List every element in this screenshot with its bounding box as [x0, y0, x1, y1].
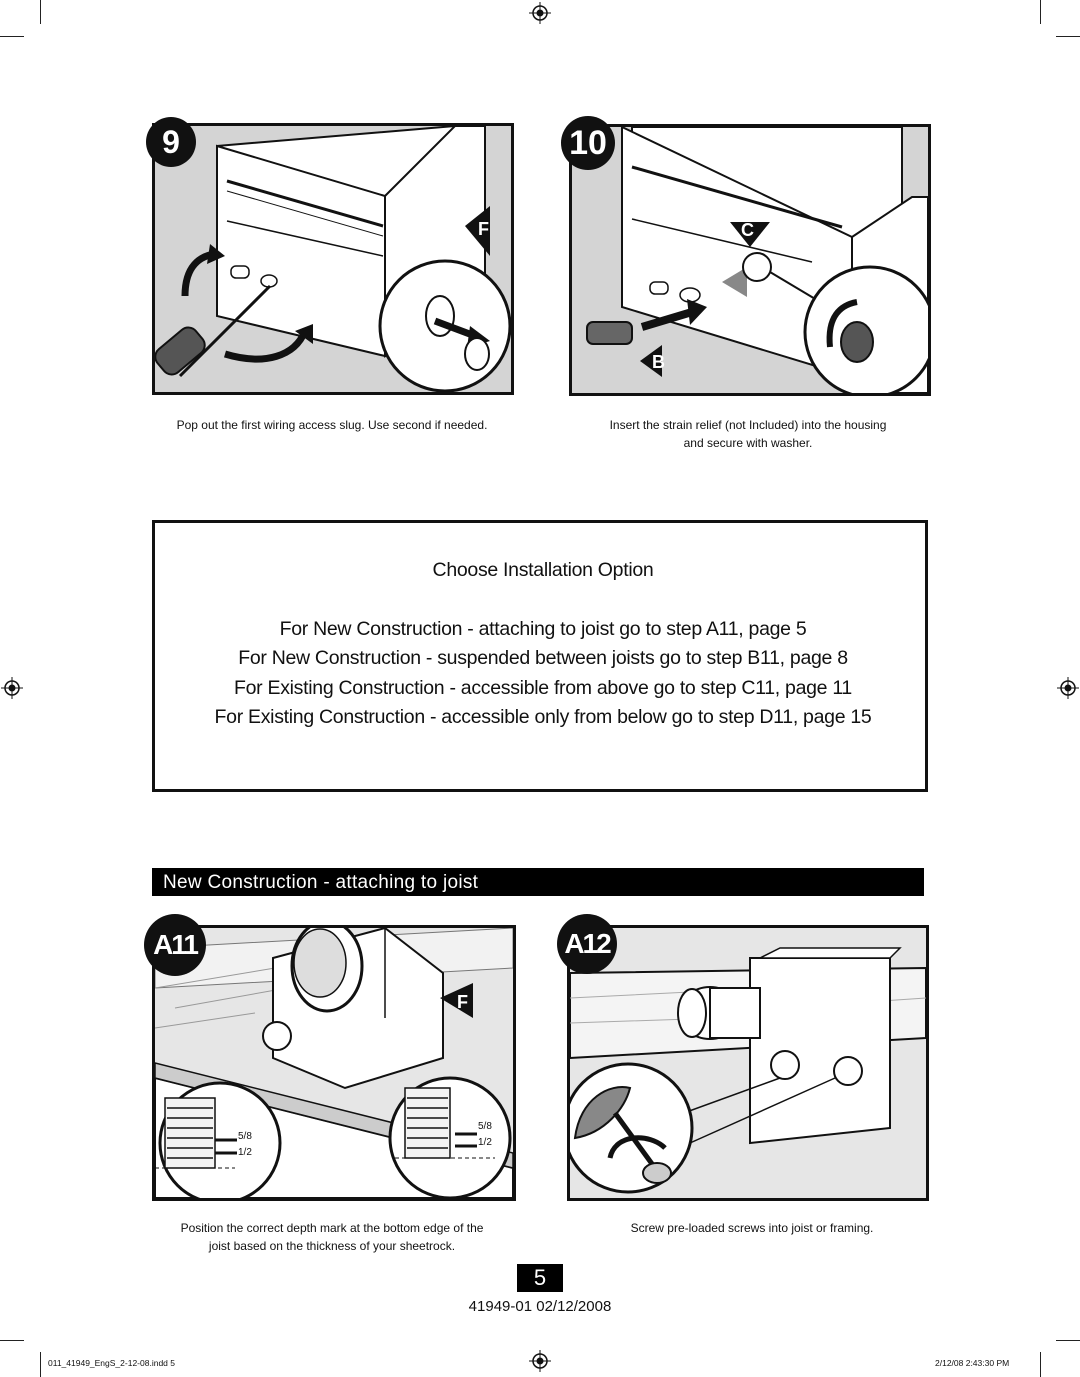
option-line: For New Construction - suspended between… — [238, 647, 848, 669]
step-a11-caption-line-1: Position the correct depth mark at the b… — [180, 1221, 484, 1235]
screw-into-joist-drawing — [570, 928, 926, 1198]
step-9-caption: Pop out the first wiring access slug. Us… — [176, 418, 488, 432]
option-line: For New Construction - attaching to jois… — [279, 618, 807, 640]
step-a11-caption-line-2: joist based on the thickness of your she… — [208, 1239, 456, 1253]
housing-knockout-drawing — [155, 126, 511, 392]
slug-filename: 011_41949_EngS_2-12-08.indd 5 — [48, 1358, 175, 1368]
strain-relief-drawing — [572, 127, 928, 393]
crop-mark — [0, 36, 24, 37]
crop-mark — [1056, 36, 1080, 37]
crop-mark — [1056, 1340, 1080, 1341]
step-a12-illustration — [567, 925, 929, 1201]
page-number: 5 — [517, 1264, 563, 1292]
step-badge-10: 10 — [561, 116, 615, 170]
step-badge-9: 9 — [146, 117, 196, 167]
part-letter-f: F — [457, 992, 468, 1012]
crop-mark — [40, 0, 41, 24]
option-line: For Existing Construction - accessible f… — [234, 677, 852, 699]
installation-option-box: Choose Installation Option For New Const… — [152, 520, 928, 792]
step-badge-a11: A11 — [144, 914, 206, 976]
depth-mark-5-8-left: 5/8 — [238, 1131, 252, 1142]
document-code: 41949-01 02/12/2008 — [468, 1298, 612, 1315]
step-a11-illustration — [152, 925, 516, 1201]
depth-mark-5-8-right: 5/8 — [478, 1121, 492, 1132]
part-letter-f: F — [478, 219, 489, 239]
step-10-illustration — [569, 124, 931, 396]
slug-timestamp: 2/12/08 2:43:30 PM — [935, 1358, 1010, 1368]
part-letter-b: B — [652, 352, 665, 372]
step-10-caption-line-1: Insert the strain relief (not Included) … — [609, 418, 887, 432]
section-heading: New Construction - attaching to joist — [152, 868, 924, 896]
joist-mounting-drawing — [155, 928, 513, 1198]
registration-mark-icon — [1, 677, 23, 699]
step-9-illustration — [152, 123, 514, 395]
step-badge-a12: A12 — [557, 914, 617, 974]
part-letter-c: C — [741, 220, 754, 240]
depth-mark-1-2-right: 1/2 — [478, 1137, 492, 1148]
depth-mark-1-2-left: 1/2 — [238, 1147, 252, 1158]
options-title: Choose Installation Option — [432, 559, 654, 581]
registration-mark-icon — [529, 1350, 551, 1372]
registration-mark-icon — [1057, 677, 1079, 699]
crop-mark — [40, 1352, 41, 1377]
option-line: For Existing Construction - accessible o… — [214, 706, 872, 728]
step-a12-caption: Screw pre-loaded screws into joist or fr… — [630, 1221, 874, 1235]
crop-mark — [0, 1340, 24, 1341]
step-10-caption-line-2: and secure with washer. — [683, 436, 813, 450]
registration-mark-icon — [529, 2, 551, 24]
crop-mark — [1040, 1352, 1041, 1377]
crop-mark — [1040, 0, 1041, 24]
